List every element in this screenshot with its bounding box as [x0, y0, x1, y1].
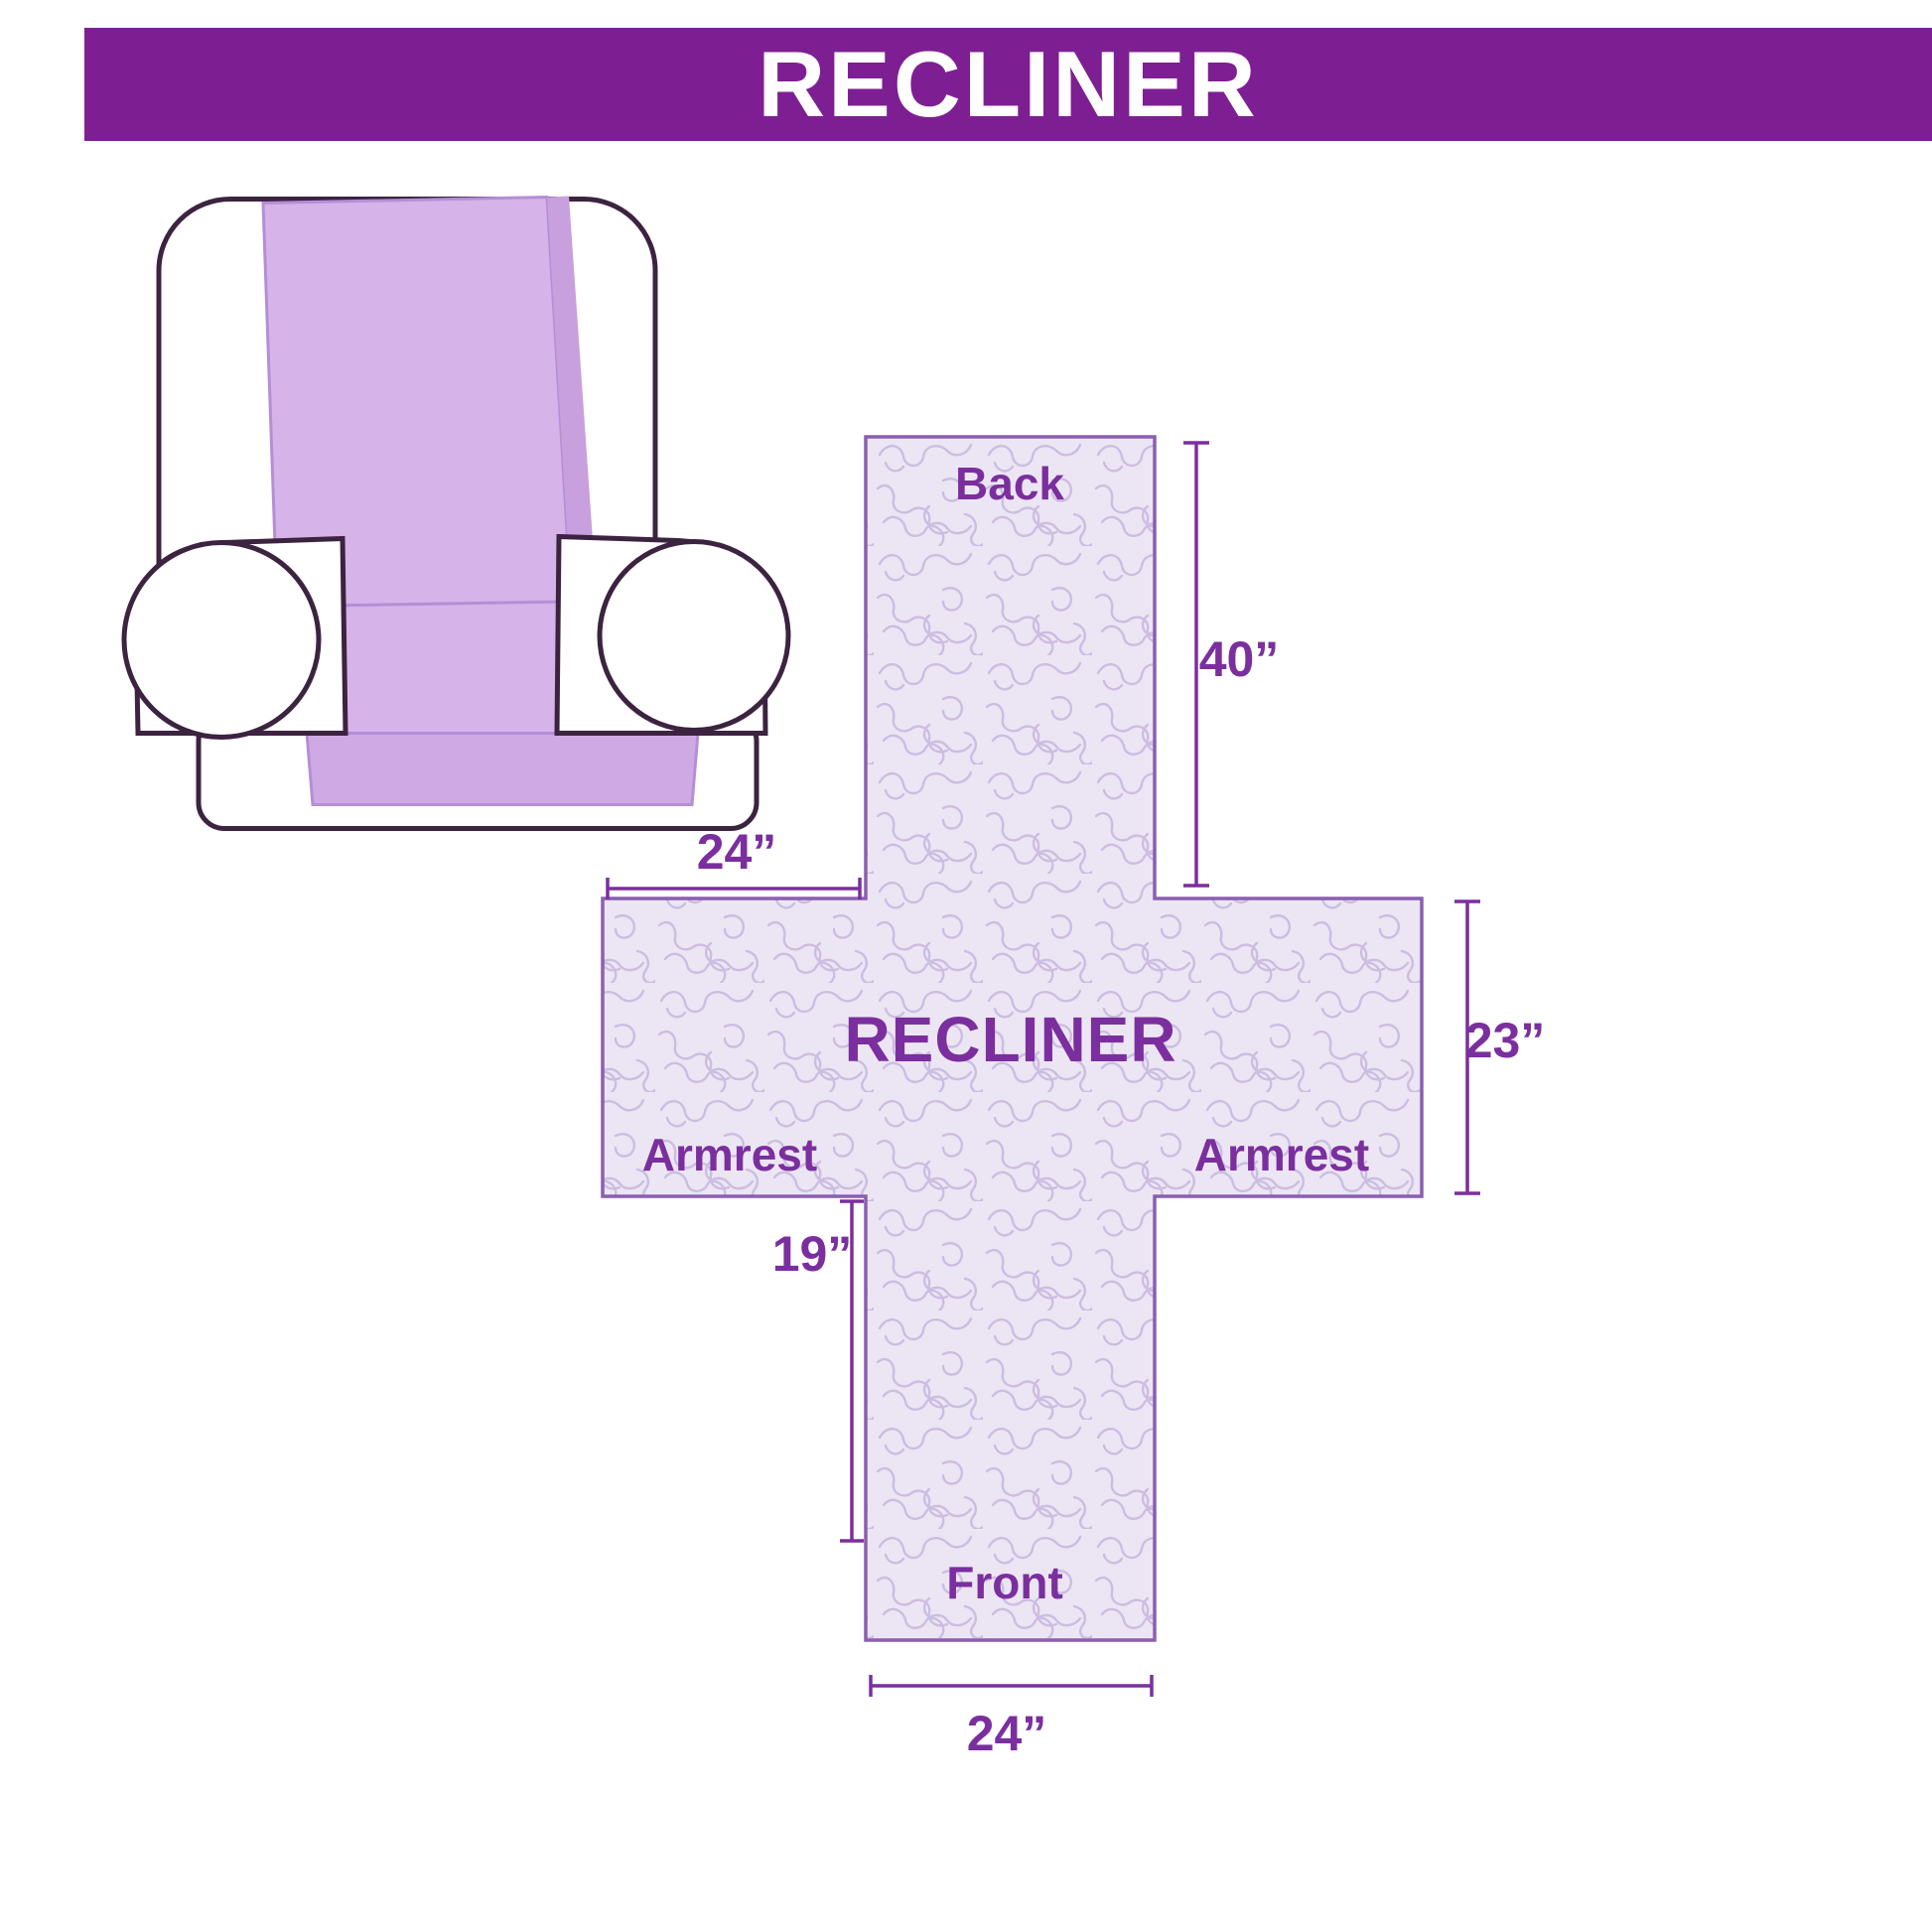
chair-back-cover-fold [547, 196, 599, 630]
chair-right-arm-roll [597, 539, 791, 733]
dimension-line-back-height [1183, 441, 1209, 888]
dimension-label-front-height: 19” [771, 1226, 853, 1282]
chair-illustration [121, 195, 791, 831]
page-title: RECLINER [758, 32, 1259, 136]
back-section-label: Back [955, 458, 1064, 509]
dimension-line-front-width [869, 1675, 1154, 1697]
dimension-lines [606, 441, 1480, 1697]
dimension-line-top-width [606, 878, 862, 899]
dimension-label-armrest-height: 23” [1464, 1013, 1546, 1068]
dimension-line-front-height [840, 1199, 864, 1543]
dimension-label-top-width: 24” [696, 824, 777, 880]
armrest-right-label: Armrest [1193, 1129, 1370, 1180]
chair-left-arm-roll [121, 540, 322, 740]
dimension-label-front-width: 24” [966, 1706, 1047, 1761]
dimension-line-armrest-height [1454, 899, 1480, 1195]
cover-cross-shape [601, 435, 1424, 1642]
header-banner: RECLINER [84, 28, 1932, 141]
dimension-label-back-height: 40” [1198, 631, 1280, 687]
front-section-label: Front [946, 1557, 1063, 1608]
diagram-center-label: RECLINER [844, 1004, 1177, 1075]
armrest-left-label: Armrest [641, 1129, 818, 1180]
